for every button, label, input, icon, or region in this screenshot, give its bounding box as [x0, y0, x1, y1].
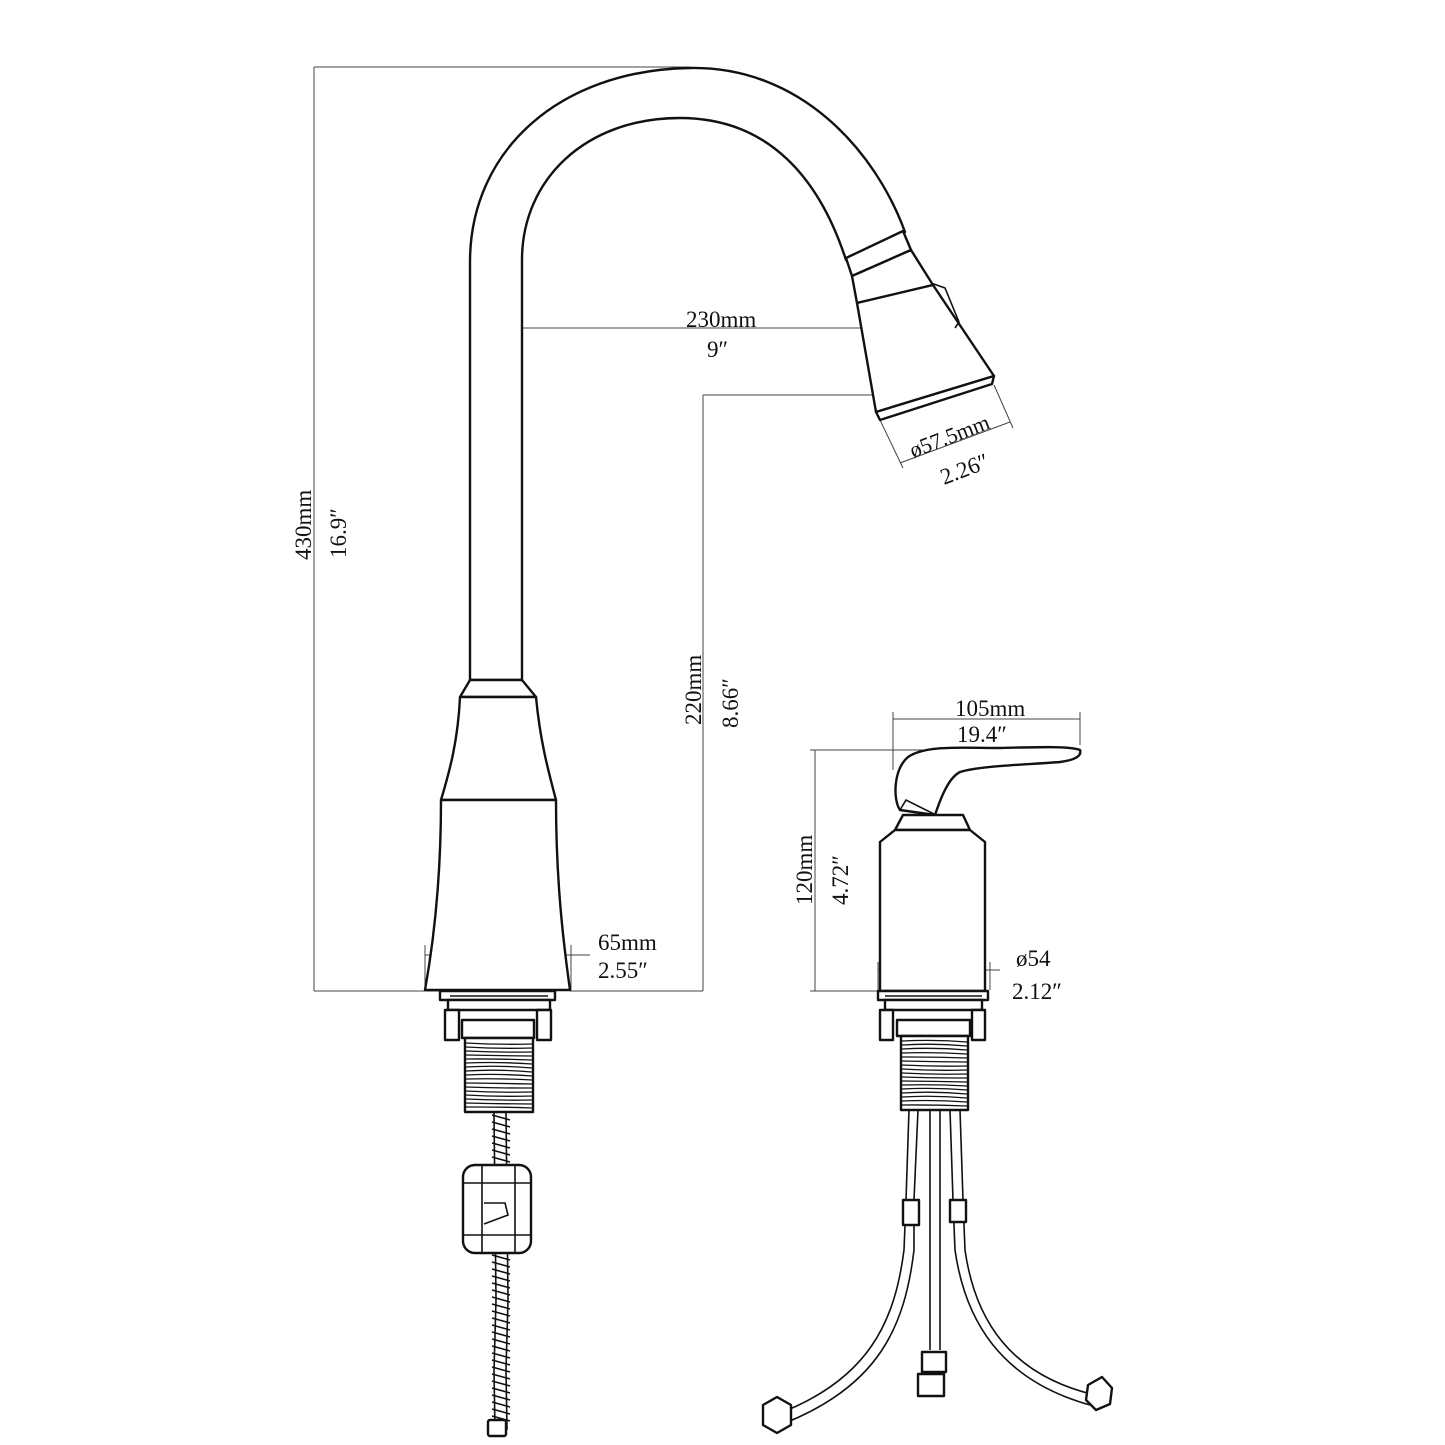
thread-line — [465, 1054, 533, 1057]
hose-coil-segment — [491, 1345, 511, 1352]
base-diameter-mm-label: 65mm — [598, 930, 657, 955]
reach-inch-label: 9″ — [707, 337, 728, 362]
hose-coil-segment — [491, 1135, 511, 1142]
hose-coil-segment — [491, 1121, 511, 1128]
thread-line — [901, 1068, 968, 1071]
thread-line — [465, 1094, 533, 1097]
thread-line — [901, 1084, 968, 1087]
hose-coil-segment — [491, 1142, 511, 1149]
hose-coil-segment — [491, 1408, 511, 1415]
thread-line — [901, 1080, 968, 1083]
thread-line — [901, 1104, 968, 1107]
hose-coil-segment — [491, 1352, 511, 1359]
thread-line — [901, 1091, 968, 1095]
threaded-shank — [465, 1042, 533, 1109]
hose-coil-segment — [491, 1401, 511, 1408]
base-diameter-inch-label: 2.55″ — [598, 958, 648, 983]
thread-line — [465, 1098, 533, 1101]
thread-line — [901, 1056, 968, 1059]
hose-coil-segment — [491, 1156, 511, 1163]
thread-line — [901, 1051, 968, 1055]
thread-line — [465, 1082, 533, 1085]
spout-height-inch-label: 8.66″ — [718, 678, 743, 728]
thread-line — [901, 1043, 968, 1047]
valve-threaded-shank — [901, 1039, 968, 1107]
height-inch-label: 16.9″ — [326, 508, 351, 558]
hose-coil-segment — [491, 1387, 511, 1394]
faucet-body — [423, 678, 572, 992]
thread-line — [465, 1078, 533, 1081]
hose-coil-segment — [491, 1331, 511, 1338]
thread-line — [465, 1086, 533, 1089]
valve-mounting-hardware — [876, 989, 990, 1112]
thread-line — [901, 1087, 968, 1091]
thread-line — [901, 1076, 968, 1079]
pull-down-hose — [461, 1111, 533, 1438]
hose-coil-segment — [491, 1303, 511, 1310]
hose-coil-segment — [491, 1359, 511, 1366]
thread-line — [465, 1090, 533, 1093]
hose-coil-segment — [491, 1310, 511, 1317]
handle-length-inch-label: 19.4″ — [957, 722, 1007, 747]
thread-line — [465, 1069, 533, 1073]
thread-line — [465, 1061, 533, 1065]
hose-coil-segment — [491, 1149, 511, 1156]
hose-coil-segment — [491, 1394, 511, 1401]
side-valve — [761, 745, 1114, 1435]
thread-line — [465, 1042, 533, 1045]
hose-coil-segment — [491, 1296, 511, 1303]
hose-weight — [461, 1163, 533, 1255]
thread-line — [465, 1106, 533, 1109]
spout-height-mm-label: 220mm — [681, 655, 706, 725]
hose-coil-segment — [491, 1114, 511, 1121]
valve-base-mm-label: ø54 — [1016, 946, 1051, 971]
valve-height-mm-label: 120mm — [792, 835, 817, 905]
thread-line — [901, 1047, 968, 1051]
thread-line — [901, 1095, 968, 1099]
hose-coil-segment — [491, 1282, 511, 1289]
hose-coil-segment — [491, 1317, 511, 1324]
hose-coil-segment — [491, 1415, 511, 1422]
valve-handle — [894, 745, 1082, 817]
thread-line — [465, 1065, 533, 1069]
handle-length-mm-label: 105mm — [955, 696, 1025, 721]
hose-coil-segment — [491, 1373, 511, 1380]
hose-coil-segment — [491, 1268, 511, 1275]
hose-coil-segment — [491, 1380, 511, 1387]
thread-line — [901, 1060, 968, 1063]
thread-line — [465, 1050, 533, 1053]
thread-line — [465, 1102, 533, 1105]
hose-coil-segment — [491, 1324, 511, 1331]
valve-base-inch-label: 2.12″ — [1012, 979, 1062, 1004]
hose-coil-segment — [491, 1261, 511, 1268]
height-mm-label: 430mm — [291, 490, 316, 560]
hose-coil — [491, 1114, 511, 1422]
reach-mm-label: 230mm — [686, 307, 756, 332]
hose-coil-segment — [491, 1338, 511, 1345]
thread-line — [901, 1099, 968, 1103]
hose-coil-segment — [491, 1366, 511, 1373]
supply-lines — [761, 1109, 1114, 1435]
thread-line — [465, 1046, 533, 1049]
thread-line — [901, 1072, 968, 1075]
valve-body — [878, 828, 987, 993]
hose-coil-segment — [491, 1275, 511, 1282]
spray-head — [844, 229, 996, 422]
valve-height-inch-label: 4.72″ — [828, 855, 853, 905]
gooseneck-spout — [468, 66, 907, 682]
spray-diameter-inch-label: 2.26″ — [937, 448, 992, 489]
hose-coil-segment — [491, 1254, 511, 1261]
thread-line — [465, 1073, 533, 1077]
mounting-hardware — [438, 989, 557, 1114]
hose-coil-segment — [491, 1128, 511, 1135]
thread-line — [901, 1064, 968, 1067]
hose-coil-segment — [491, 1289, 511, 1296]
pull-down-faucet — [423, 66, 996, 1438]
thread-line — [465, 1058, 533, 1061]
thread-line — [901, 1039, 968, 1043]
